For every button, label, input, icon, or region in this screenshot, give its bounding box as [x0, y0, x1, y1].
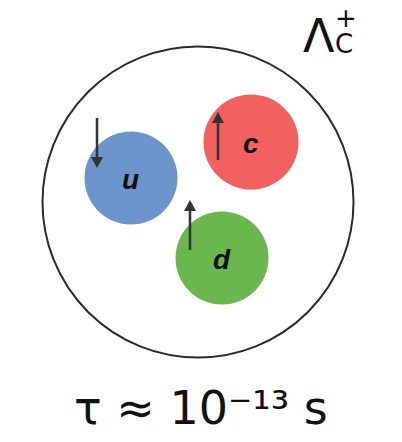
spin-arrow-shaft [217, 120, 220, 160]
quark-label: u [122, 166, 139, 194]
circle-shape [85, 132, 178, 225]
quark-circle: c [203, 94, 299, 190]
quark-label: d [213, 246, 230, 274]
quark-circle: d [175, 211, 269, 305]
spin-arrow-head [184, 200, 196, 211]
circle-outline [41, 45, 355, 359]
quark-label: c [243, 130, 259, 158]
quark-circle: u [84, 131, 178, 225]
baryon-circle: Λ+Ccud [41, 45, 355, 359]
lifetime-label: τ ≈ 10⁻¹³ s [74, 385, 328, 431]
spin-arrow-shaft [96, 118, 99, 160]
charge-superscript: + [335, 5, 357, 31]
spin-arrow-head [91, 157, 103, 168]
spin-arrow-shaft [189, 208, 192, 250]
particle-symbol: Λ [303, 13, 334, 59]
flavour-subscript: C [335, 31, 353, 57]
circle-shape [204, 95, 299, 190]
spin-arrow-head [212, 112, 224, 123]
circle-shape [43, 47, 354, 358]
